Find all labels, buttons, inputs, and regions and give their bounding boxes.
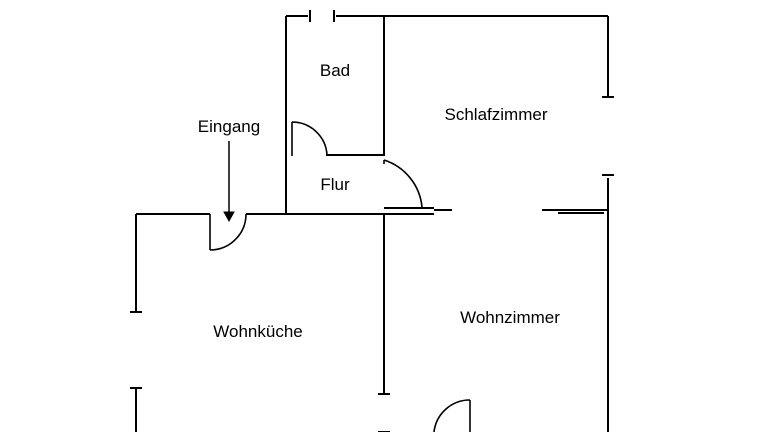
bathroom-walls [285,10,608,156]
kitchen-walls [130,213,286,432]
hallway-door [383,159,423,208]
living-room-wall [378,214,390,432]
room-label-bad: Bad [320,61,350,80]
entrance-label: Eingang [198,117,260,136]
room-label-schlafzimmer: Schlafzimmer [445,105,548,124]
entrance-door [209,213,247,251]
hallway-walls [285,156,608,215]
entrance-arrow [223,141,235,223]
living-room-door [433,399,471,432]
room-label-flur: Flur [320,175,350,194]
bathroom-door [291,121,328,156]
room-label-wohnzimmer: Wohnzimmer [460,308,560,327]
room-label-wohnkueche: Wohnküche [213,322,302,341]
bedroom-walls [602,16,614,432]
